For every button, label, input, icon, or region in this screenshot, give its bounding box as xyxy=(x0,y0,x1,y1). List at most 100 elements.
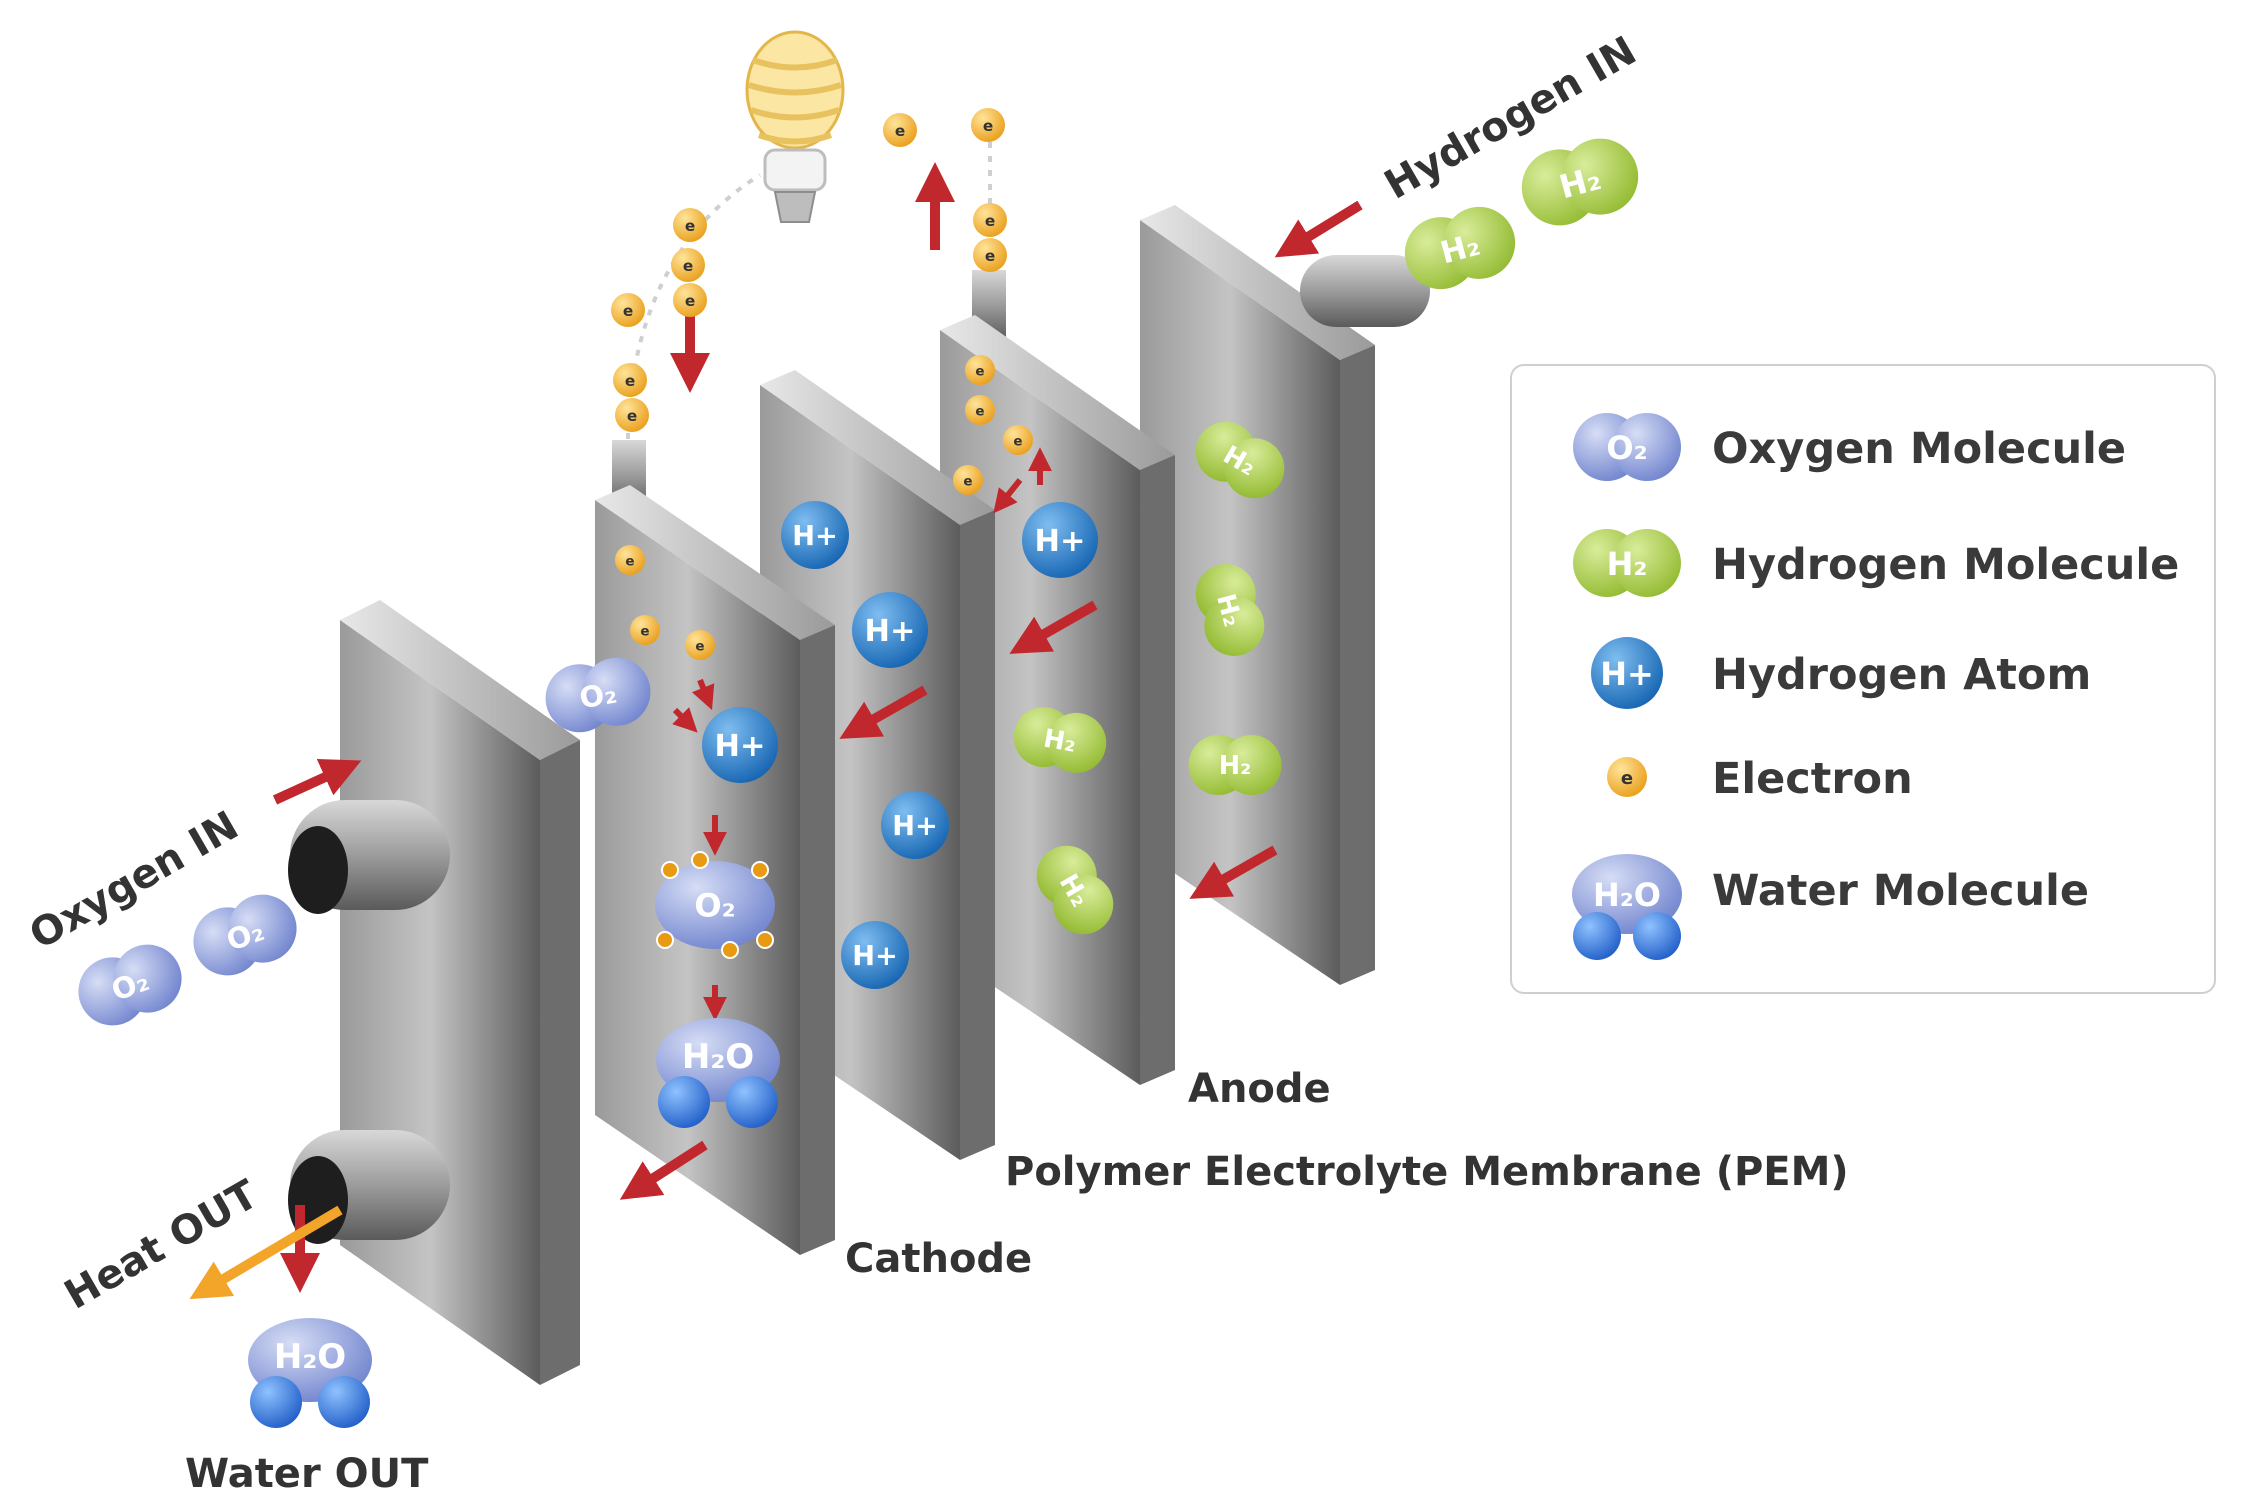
svg-text:O₂: O₂ xyxy=(694,887,735,925)
svg-text:H+: H+ xyxy=(715,729,766,764)
hydrogen-inlet-pipe xyxy=(1300,255,1430,327)
legend-label: Electron xyxy=(1712,754,1913,804)
legend-label: Hydrogen Atom xyxy=(1712,650,2092,700)
hydrogen-atom-icon: H+ xyxy=(1591,637,1663,709)
svg-text:O₂: O₂ xyxy=(1606,429,1647,467)
svg-text:H+: H+ xyxy=(865,614,916,649)
electron-release-arrow-1 xyxy=(993,478,1023,514)
svg-text:e: e xyxy=(983,117,993,135)
legend-item-hydrogen-molecule: H₂ Hydrogen Molecule xyxy=(1512,518,2214,608)
svg-text:e: e xyxy=(1013,433,1022,449)
hydrogen-flow-arrow-anode xyxy=(1189,845,1278,899)
legend: O₂ Oxygen Molecule H₂ Hydrogen Molecule … xyxy=(1510,364,2216,994)
hydrogen-atom-pem-4: H+ xyxy=(841,921,909,989)
electron-cathode-2: e xyxy=(630,615,660,645)
svg-text:e: e xyxy=(895,122,905,140)
electron-circuit-5: e xyxy=(613,363,647,397)
svg-text:e: e xyxy=(985,212,995,230)
oxygen-in-arrow xyxy=(272,758,362,805)
electron-circuit-4: e xyxy=(615,398,649,432)
anode-flow-plate xyxy=(1140,205,1430,985)
svg-text:e: e xyxy=(625,372,635,390)
svg-text:e: e xyxy=(975,363,984,379)
electron-circuit-2: e xyxy=(671,248,705,282)
svg-text:e: e xyxy=(985,247,995,265)
svg-text:e: e xyxy=(1621,768,1633,789)
svg-text:O₂: O₂ xyxy=(577,675,620,715)
water-flow-arrow xyxy=(619,1140,708,1200)
water-molecule-cathode: H₂O xyxy=(656,1018,780,1128)
electron-anode-3: e xyxy=(1003,425,1033,455)
svg-text:H+: H+ xyxy=(792,521,838,552)
water-out-label: Water OUT xyxy=(185,1451,429,1497)
heat-out-arrow xyxy=(189,1205,343,1300)
hydrogen-molecule-anode-4: H₂ xyxy=(1013,707,1107,773)
electron-circuit-6: e xyxy=(611,293,645,327)
svg-text:e: e xyxy=(627,407,637,425)
hydrogen-molecule-anode-3: H₂ xyxy=(1188,735,1282,795)
svg-text:H+: H+ xyxy=(1600,655,1654,693)
hydrogen-molecule-icon: H₂ xyxy=(1573,529,1681,597)
electron-circuit-1: e xyxy=(673,208,707,242)
hydrogen-molecule-anode-2: H₂ xyxy=(1195,564,1265,656)
hydrogen-atom-pem-1: H+ xyxy=(781,501,849,569)
legend-item-hydrogen-atom: H+ Hydrogen Atom xyxy=(1512,628,2214,718)
electron-circuit-10: e xyxy=(973,238,1007,272)
electron-icon: e xyxy=(1607,757,1647,797)
electron-circuit-9: e xyxy=(973,203,1007,237)
molecule-layer: H₂H₂H₂H₂H₂H₂H₂H+H+H+H+H+H+O₂O₂O₂O₂H₂OH₂O… xyxy=(78,108,1639,1428)
svg-text:H₂O: H₂O xyxy=(274,1337,346,1377)
svg-text:e: e xyxy=(640,623,649,639)
svg-text:H₂O: H₂O xyxy=(1593,876,1661,914)
anode-label: Anode xyxy=(1188,1066,1331,1112)
hydrogen-atom-cathode: H+ xyxy=(702,707,778,783)
water-molecule-icon: H₂O xyxy=(1572,854,1682,960)
svg-text:e: e xyxy=(963,473,972,489)
oxygen-molecule-incoming-1: O₂ xyxy=(78,944,182,1026)
svg-text:H+: H+ xyxy=(1035,524,1086,559)
legend-item-water: H₂O Water Molecule xyxy=(1512,844,2214,974)
electron-join-arrow xyxy=(691,678,715,711)
proton-arrow-1 xyxy=(1009,600,1098,654)
cathode-flow-plate xyxy=(288,600,580,1385)
hydrogen-atom-anode: H+ xyxy=(1022,502,1098,578)
oxygen-molecule-icon: O₂ xyxy=(1573,413,1681,481)
oxygen-reaction-complex: O₂ xyxy=(655,851,775,959)
electron-circuit-3: e xyxy=(673,283,707,317)
electron-anode-2: e xyxy=(965,395,995,425)
flow-arrows xyxy=(272,162,1363,1293)
oxygen-molecule-cathode: O₂ xyxy=(545,657,651,733)
cathode-label: Cathode xyxy=(845,1236,1032,1282)
electron-anode-4: e xyxy=(953,465,983,495)
hydrogen-molecule-anode-1: H₂ xyxy=(1195,421,1285,499)
svg-text:e: e xyxy=(975,403,984,419)
svg-text:H₂O: H₂O xyxy=(682,1037,754,1077)
legend-label: Oxygen Molecule xyxy=(1712,424,2127,474)
electron-anode-1: e xyxy=(965,355,995,385)
electron-cathode-1: e xyxy=(615,545,645,575)
svg-text:e: e xyxy=(623,302,633,320)
oxygen-inlet-pipe xyxy=(288,800,450,914)
hydrogen-atom-pem-2: H+ xyxy=(852,592,928,668)
svg-text:e: e xyxy=(685,292,695,310)
svg-text:e: e xyxy=(625,553,634,569)
hydrogen-molecule-incoming-1: H₂ xyxy=(1521,138,1639,226)
oxygen-join-arrow xyxy=(672,707,698,733)
svg-text:H₂: H₂ xyxy=(1219,751,1252,781)
legend-label: Hydrogen Molecule xyxy=(1712,540,2180,590)
hydrogen-atom-pem-3: H+ xyxy=(881,791,949,859)
legend-label: Water Molecule xyxy=(1712,866,2090,916)
heat-out-label: Heat OUT xyxy=(57,1171,266,1318)
pem-label: Polymer Electrolyte Membrane (PEM) xyxy=(1005,1149,1849,1195)
light-bulb-icon xyxy=(745,30,845,223)
electron-circuit-7: e xyxy=(883,113,917,147)
svg-text:e: e xyxy=(683,257,693,275)
hydrogen-in-arrow xyxy=(1274,200,1363,258)
electron-circuit-8: e xyxy=(971,108,1005,142)
proton-arrow-2 xyxy=(839,685,928,739)
svg-text:e: e xyxy=(685,217,695,235)
oxygen-molecule-incoming-2: O₂ xyxy=(193,894,297,976)
svg-text:H₂: H₂ xyxy=(1607,545,1648,583)
legend-item-electron: e Electron xyxy=(1512,732,2214,822)
